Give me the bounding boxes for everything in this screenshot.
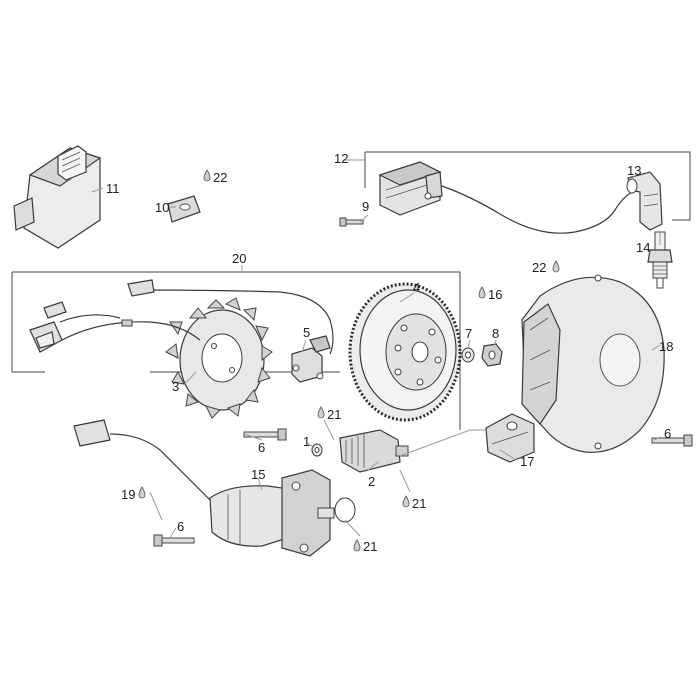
part-label-17: 17: [520, 454, 534, 469]
drop-icon-21c: [353, 539, 361, 552]
part-label-3: 3: [172, 379, 179, 394]
part-label-19: 19: [121, 487, 135, 502]
spark-plug-cap-drawing: [626, 171, 663, 231]
part-label-6b: 6: [664, 426, 671, 441]
cdi-unit-drawing: [13, 145, 102, 249]
part-label-5: 5: [303, 325, 310, 340]
part-label-2: 2: [368, 474, 375, 489]
part-label-15: 15: [251, 467, 265, 482]
part-label-11: 11: [106, 181, 120, 196]
drop-icon-21b: [402, 495, 410, 508]
leader-lines: [91, 159, 661, 539]
drop-icon-16: [478, 286, 486, 299]
part-label-1: 1: [303, 434, 310, 449]
part-label-6c: 6: [177, 519, 184, 534]
part-label-21c: 21: [363, 539, 377, 554]
stator-drawing: [165, 297, 273, 419]
part-label-22b: 22: [532, 260, 546, 275]
part-label-16: 16: [488, 287, 502, 302]
washer-nut-drawing: [461, 343, 503, 367]
part-label-12: 12: [334, 151, 348, 166]
part-label-20: 20: [232, 251, 246, 266]
part-label-6a: 6: [258, 440, 265, 455]
flywheel-drawing: [348, 282, 462, 422]
drop-icon-19: [138, 486, 146, 499]
part-label-4: 4: [413, 280, 420, 295]
drop-icon-22a: [203, 169, 211, 182]
starter-motor-drawing: [73, 419, 356, 557]
lubricant-drop-icons: [138, 169, 560, 552]
part-label-9: 9: [362, 199, 369, 214]
part-number-labels: 1 2 3 4 5 6 6 6 7 8 9 10 11 12 13 14 15 …: [106, 151, 673, 554]
part-label-13: 13: [627, 163, 641, 178]
part-label-7: 7: [465, 326, 472, 341]
flywheel-cover-drawing: [521, 274, 665, 453]
drop-icon-21a: [317, 406, 325, 419]
part-label-21b: 21: [412, 496, 426, 511]
pickup-sensor-drawing: [291, 335, 331, 383]
rubber-mount-drawing: [167, 195, 201, 223]
part-label-18: 18: [659, 339, 673, 354]
part-label-10: 10: [155, 200, 169, 215]
cover-plate-drawing: [485, 413, 535, 463]
ignition-coil-frame: [364, 151, 691, 221]
drop-icon-22b: [552, 260, 560, 273]
part-label-21a: 21: [327, 407, 341, 422]
part-label-8: 8: [492, 326, 499, 341]
part-label-14: 14: [636, 240, 650, 255]
starter-gear-drawing: [311, 429, 409, 473]
stator-wiring-drawing: [29, 279, 334, 355]
ignition-coil-drawing: [378, 161, 633, 234]
part-label-22a: 22: [213, 170, 227, 185]
